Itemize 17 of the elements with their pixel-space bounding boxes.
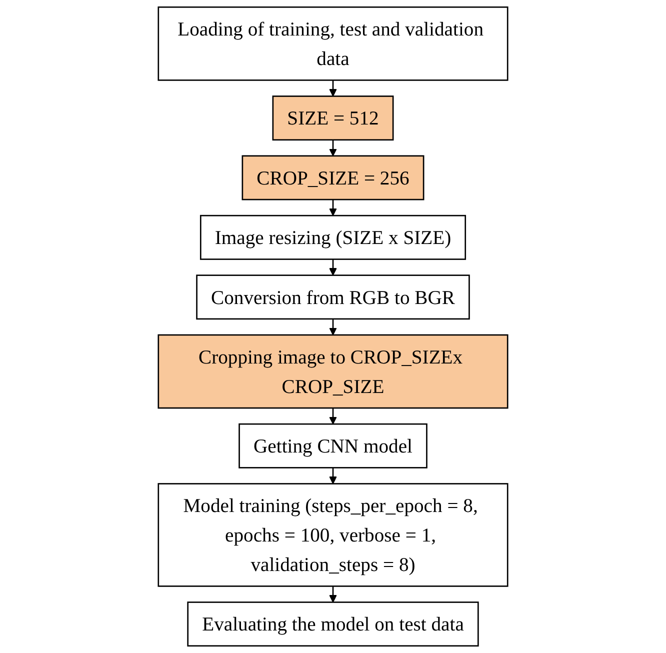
node-box: CROP_SIZE = 256 — [242, 155, 424, 200]
arrow — [329, 586, 337, 603]
arrow — [329, 80, 337, 97]
node-box: Cropping image to CROP_SIZEx CROP_SIZE — [158, 334, 508, 409]
arrow — [329, 318, 337, 336]
arrow — [329, 200, 337, 216]
arrow — [329, 468, 337, 484]
node-box: Model training (steps_per_epoch = 8, epochs = 100, verbose = 1, validation_steps = 8) — [158, 483, 508, 587]
node-box: SIZE = 512 — [272, 96, 394, 141]
arrow — [329, 408, 337, 424]
arrow — [329, 140, 337, 156]
node-box: Image resizing (SIZE x SIZE) — [200, 214, 466, 260]
arrow — [329, 259, 337, 276]
node-box: Loading of training, test and validation data — [158, 6, 508, 81]
node-box: Evaluating the model on test data — [187, 602, 479, 647]
node-box: Getting CNN model — [238, 423, 428, 468]
node-box: Conversion from RGB to BGR — [196, 274, 470, 320]
